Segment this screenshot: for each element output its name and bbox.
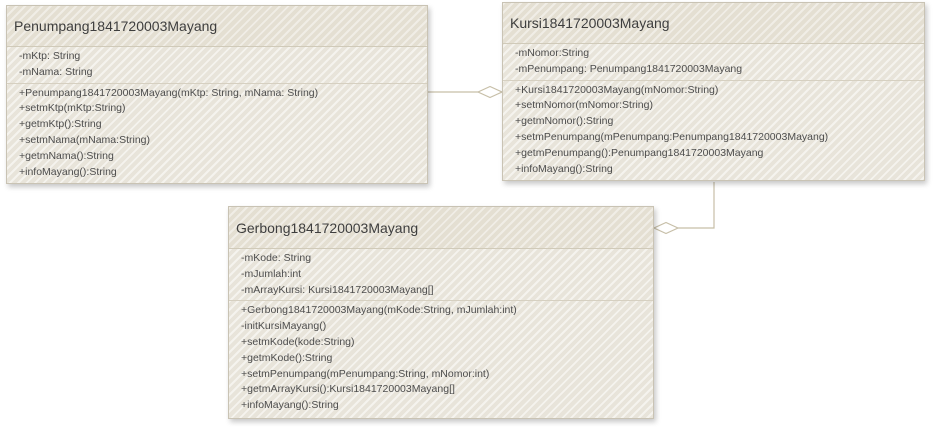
class-gerbong-methods: +Gerbong1841720003Mayang(mKode:String, m… bbox=[229, 301, 653, 416]
class-penumpang-title: Penumpang1841720003Mayang bbox=[14, 18, 218, 34]
method: -initKursiMayang() bbox=[241, 320, 327, 333]
method: +setmKode(kode:String) bbox=[241, 335, 355, 348]
attribute: -mKtp: String bbox=[19, 50, 81, 62]
class-kursi-methods: +Kursi1841720003Mayang(mNomor:String) +s… bbox=[503, 81, 924, 180]
method: +setmNomor(mNomor:String) bbox=[515, 99, 653, 112]
attribute: -mNomor:String bbox=[515, 47, 590, 59]
method: +setmPenumpang(mPenumpang:String, mNomor… bbox=[241, 367, 490, 380]
attribute: -mPenumpang: Penumpang1841720003Mayang bbox=[515, 62, 743, 75]
class-gerbong[interactable]: Gerbong1841720003Mayang -mKode: String -… bbox=[228, 206, 654, 419]
class-kursi-name: Kursi1841720003Mayang bbox=[503, 3, 924, 44]
method: +getmArrayKursi():Kursi1841720003Mayang[… bbox=[241, 383, 455, 396]
method: +getmNama():String bbox=[19, 149, 114, 162]
method: +setmNama(mNama:String) bbox=[19, 133, 150, 146]
class-gerbong-name: Gerbong1841720003Mayang bbox=[229, 207, 653, 249]
method: +Kursi1841720003Mayang(mNomor:String) bbox=[515, 83, 719, 96]
attribute: -mNama: String bbox=[19, 65, 93, 78]
attribute: -mKode: String bbox=[241, 252, 312, 264]
aggregation-diamond-gerbong bbox=[652, 221, 680, 235]
attribute: -mArrayKursi: Kursi1841720003Mayang[] bbox=[241, 283, 434, 296]
method: +getmKode():String bbox=[241, 351, 333, 364]
method: +infoMayang():String bbox=[515, 162, 613, 175]
method: +infoMayang():String bbox=[19, 165, 117, 178]
class-kursi-title: Kursi1841720003Mayang bbox=[510, 15, 670, 31]
aggregation-diamond-kursi bbox=[476, 85, 504, 99]
class-penumpang-name: Penumpang1841720003Mayang bbox=[7, 6, 427, 47]
aggregation-line-kursi-gerbong bbox=[678, 182, 715, 229]
class-kursi-attributes: -mNomor:String -mPenumpang: Penumpang184… bbox=[503, 44, 924, 81]
class-penumpang-methods: +Penumpang1841720003Mayang(mKtp: String,… bbox=[7, 84, 427, 183]
method: +Penumpang1841720003Mayang(mKtp: String,… bbox=[19, 86, 319, 99]
method: +setmKtp(mKtp:String) bbox=[19, 102, 126, 115]
class-gerbong-attributes: -mKode: String -mJumlah:int -mArrayKursi… bbox=[229, 249, 653, 302]
class-penumpang[interactable]: Penumpang1841720003Mayang -mKtp: String … bbox=[6, 5, 428, 184]
method: +setmPenumpang(mPenumpang:Penumpang18417… bbox=[515, 130, 829, 143]
method: +getmPenumpang():Penumpang1841720003Maya… bbox=[515, 146, 764, 159]
method: +getmKtp():String bbox=[19, 118, 102, 131]
class-kursi[interactable]: Kursi1841720003Mayang -mNomor:String -mP… bbox=[502, 2, 925, 181]
attribute: -mJumlah:int bbox=[241, 267, 302, 280]
class-penumpang-attributes: -mKtp: String -mNama: String bbox=[7, 47, 427, 84]
method: +Gerbong1841720003Mayang(mKode:String, m… bbox=[241, 304, 517, 317]
class-gerbong-title: Gerbong1841720003Mayang bbox=[236, 219, 419, 236]
method: +getmNomor():String bbox=[515, 115, 614, 128]
method: +infoMayang():String bbox=[241, 399, 339, 412]
